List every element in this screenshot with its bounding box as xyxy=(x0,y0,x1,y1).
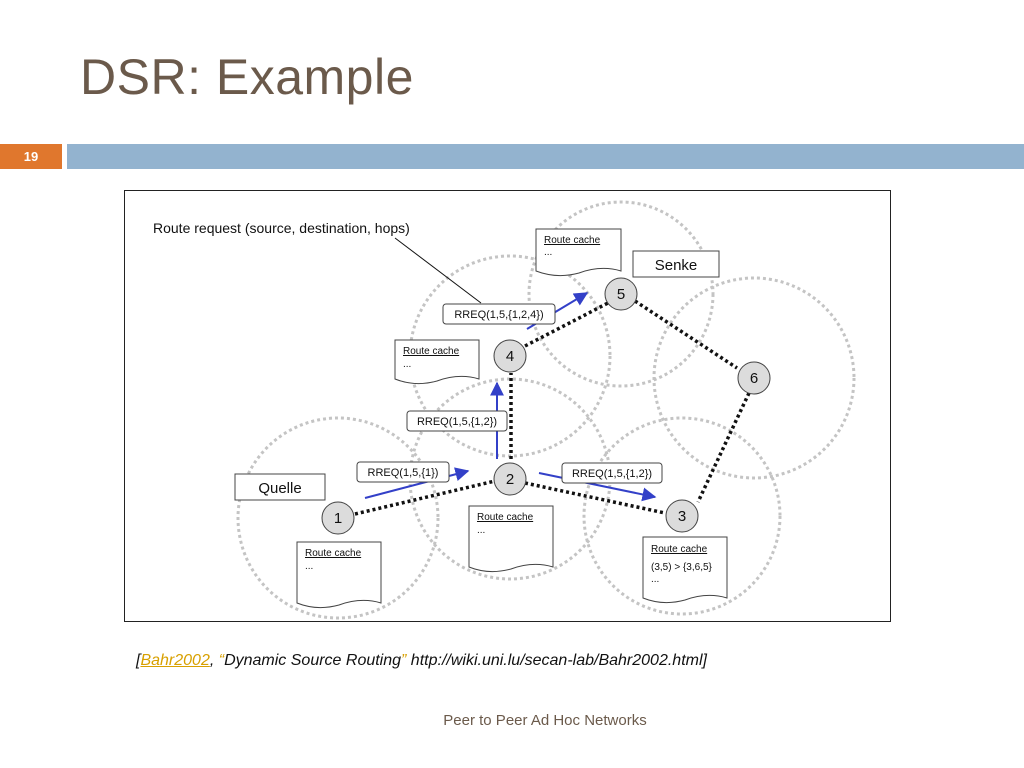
node-1 xyxy=(321,501,355,535)
header-bar xyxy=(67,144,1024,169)
dsr-diagram: Route request (source, destination, hops… xyxy=(124,190,891,622)
rreq-text-2: RREQ(1,5,{1,2}) xyxy=(417,416,497,428)
rreq-box-3 xyxy=(561,462,663,484)
rreq-box-2 xyxy=(406,410,508,432)
link-5-6 xyxy=(634,299,738,370)
citation-quote-close: ” xyxy=(401,652,407,669)
node-2-label: 2 xyxy=(506,471,514,488)
link-6-3 xyxy=(696,392,751,503)
citation-url: http://wiki.uni.lu/secan-lab/Bahr2002.ht… xyxy=(406,652,707,669)
route-cache-1-dots: ... xyxy=(305,561,313,572)
slide-title: DSR: Example xyxy=(80,49,414,105)
route-cache-4-doc xyxy=(394,339,480,385)
citation-sep: , xyxy=(209,652,219,669)
route-cache-2-dots: ... xyxy=(477,525,485,536)
node-3-label: 3 xyxy=(678,508,686,525)
route-cache-5-title: Route cache xyxy=(544,235,601,246)
rreq-text-3: RREQ(1,5,{1,2}) xyxy=(572,468,652,480)
route-cache-3-entry: (3,5) > {3,6,5} xyxy=(651,562,713,573)
range-circle-5 xyxy=(527,200,715,388)
sink-label: Senke xyxy=(655,257,698,274)
route-cache-1-title: Route cache xyxy=(305,548,362,559)
rreq-text-4: RREQ(1,5,{1,2,4}) xyxy=(454,309,543,321)
range-circle-1 xyxy=(236,416,440,620)
node-4-label: 4 xyxy=(506,348,514,365)
rreq-arrow-1 xyxy=(364,467,470,499)
callout-text: Route request (source, destination, hops… xyxy=(153,220,410,236)
route-cache-5-dots: ... xyxy=(544,247,552,258)
route-cache-4-dots: ... xyxy=(403,359,411,370)
rreq-text-1: RREQ(1,5,{1}) xyxy=(368,467,439,479)
range-circle-3 xyxy=(582,416,782,616)
route-cache-5-doc xyxy=(535,228,622,277)
node-3 xyxy=(665,499,699,533)
route-cache-2-doc xyxy=(468,505,554,573)
node-5 xyxy=(604,277,638,311)
route-cache-3-doc xyxy=(642,536,728,604)
diagram-canvas: Route request (source, destination, hops… xyxy=(153,200,856,620)
rreq-arrow-3 xyxy=(538,472,657,502)
citation-link[interactable]: Bahr2002 xyxy=(140,652,210,669)
route-cache-1-doc xyxy=(296,541,382,609)
citation-open: [ xyxy=(136,652,141,669)
node-1-label: 1 xyxy=(334,510,342,527)
rreq-box-1 xyxy=(356,461,450,483)
node-6-label: 6 xyxy=(750,370,758,387)
node-5-label: 5 xyxy=(617,286,625,303)
node-6 xyxy=(737,361,771,395)
range-circle-6 xyxy=(652,276,856,480)
slide-number: 19 xyxy=(0,144,62,169)
source-label: Quelle xyxy=(258,480,301,497)
node-4 xyxy=(493,339,527,373)
route-cache-2-title: Route cache xyxy=(477,512,534,523)
citation-quote-open: “ xyxy=(218,652,225,669)
citation: [Bahr2002, “Dynamic Source Routing” http… xyxy=(136,652,896,670)
citation-title: Dynamic Source Routing xyxy=(224,652,402,669)
rreq-box-4 xyxy=(442,303,556,325)
sink-label-box xyxy=(632,250,720,278)
route-cache-4-title: Route cache xyxy=(403,346,460,357)
slide-footer: Peer to Peer Ad Hoc Networks xyxy=(443,712,647,729)
source-label-box xyxy=(234,473,326,501)
route-cache-3-title: Route cache xyxy=(651,544,708,555)
node-2 xyxy=(493,462,527,496)
route-cache-3-dots: ... xyxy=(651,574,659,585)
callout-line xyxy=(394,237,482,304)
